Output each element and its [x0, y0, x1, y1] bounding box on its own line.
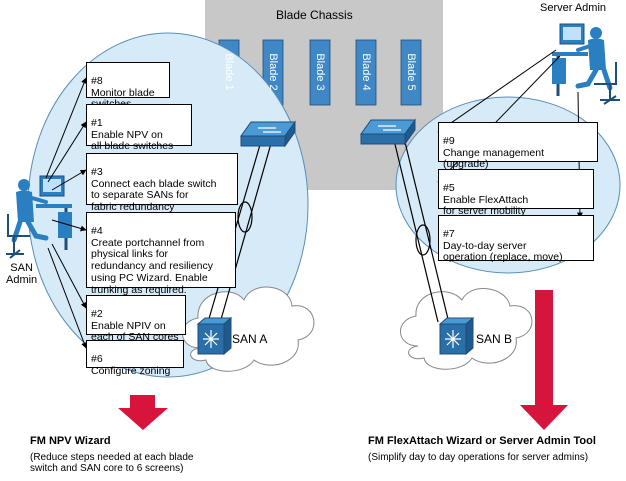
- blade-label: Blade 5: [405, 53, 417, 91]
- person-at-computer-icon: [552, 23, 620, 105]
- blade-label: Blade 1: [223, 53, 235, 91]
- step-text: Enable NPIV on each of SAN cores: [91, 319, 179, 344]
- blade-label: Blade 4: [360, 53, 372, 91]
- portchannel-marker: [237, 201, 253, 233]
- san-a-label: SAN A: [232, 332, 268, 346]
- step-text: Configure zoning: [91, 364, 171, 377]
- blade-5[interactable]: [400, 39, 422, 106]
- down-arrow-icon: [520, 290, 568, 430]
- right-tool-description: (Simplify day to day operations for serv…: [368, 452, 589, 463]
- step-number: #1: [91, 116, 103, 129]
- blade-3[interactable]: [309, 39, 331, 106]
- director-switch-icon[interactable]: [196, 316, 233, 356]
- step-text: Change management (upgrade): [443, 146, 544, 171]
- step-text: Connect each blade switch to separate SA…: [91, 177, 217, 213]
- step-number: #2: [91, 307, 103, 320]
- director-switch-icon[interactable]: [438, 316, 475, 356]
- blade-4[interactable]: [355, 39, 377, 106]
- step-number: #5: [443, 181, 455, 194]
- step-number: #9: [443, 134, 455, 147]
- step-number: #6: [91, 352, 103, 365]
- network-switch-icon[interactable]: [240, 120, 296, 148]
- san-admin-label: SAN Admin: [6, 262, 38, 287]
- step-number: #4: [91, 224, 103, 237]
- portchannel-marker: [415, 224, 431, 256]
- network-switch-icon[interactable]: [360, 118, 416, 146]
- server-admin-label: Server Admin: [540, 2, 607, 14]
- left-tool-description: (Reduce steps needed at each blade switc…: [30, 452, 194, 475]
- chassis-title: Blade Chassis: [276, 8, 353, 22]
- person-at-computer-icon: [6, 175, 72, 259]
- step-number: #8: [91, 74, 103, 87]
- step-text: Create portchannel from physical links f…: [91, 236, 213, 296]
- step-text: Enable NPV on all blade switches: [91, 128, 174, 153]
- step-number: #3: [91, 165, 103, 178]
- step-text: Day-to-day server operation (replace, mo…: [443, 239, 563, 264]
- step-number: #7: [443, 227, 455, 240]
- blade-label: Blade 3: [314, 53, 326, 91]
- left-tool-title: FM NPV Wizard: [30, 435, 111, 447]
- right-tool-title: FM FlexAttach Wizard or Server Admin Too…: [368, 435, 596, 447]
- san-admin-arrows: [45, 77, 87, 349]
- san-b-label: SAN B: [476, 332, 513, 346]
- down-arrow-icon: [118, 395, 168, 430]
- step-text: Enable FlexAttach for server mobility: [443, 193, 529, 218]
- blade-label: Blade 2: [267, 53, 279, 91]
